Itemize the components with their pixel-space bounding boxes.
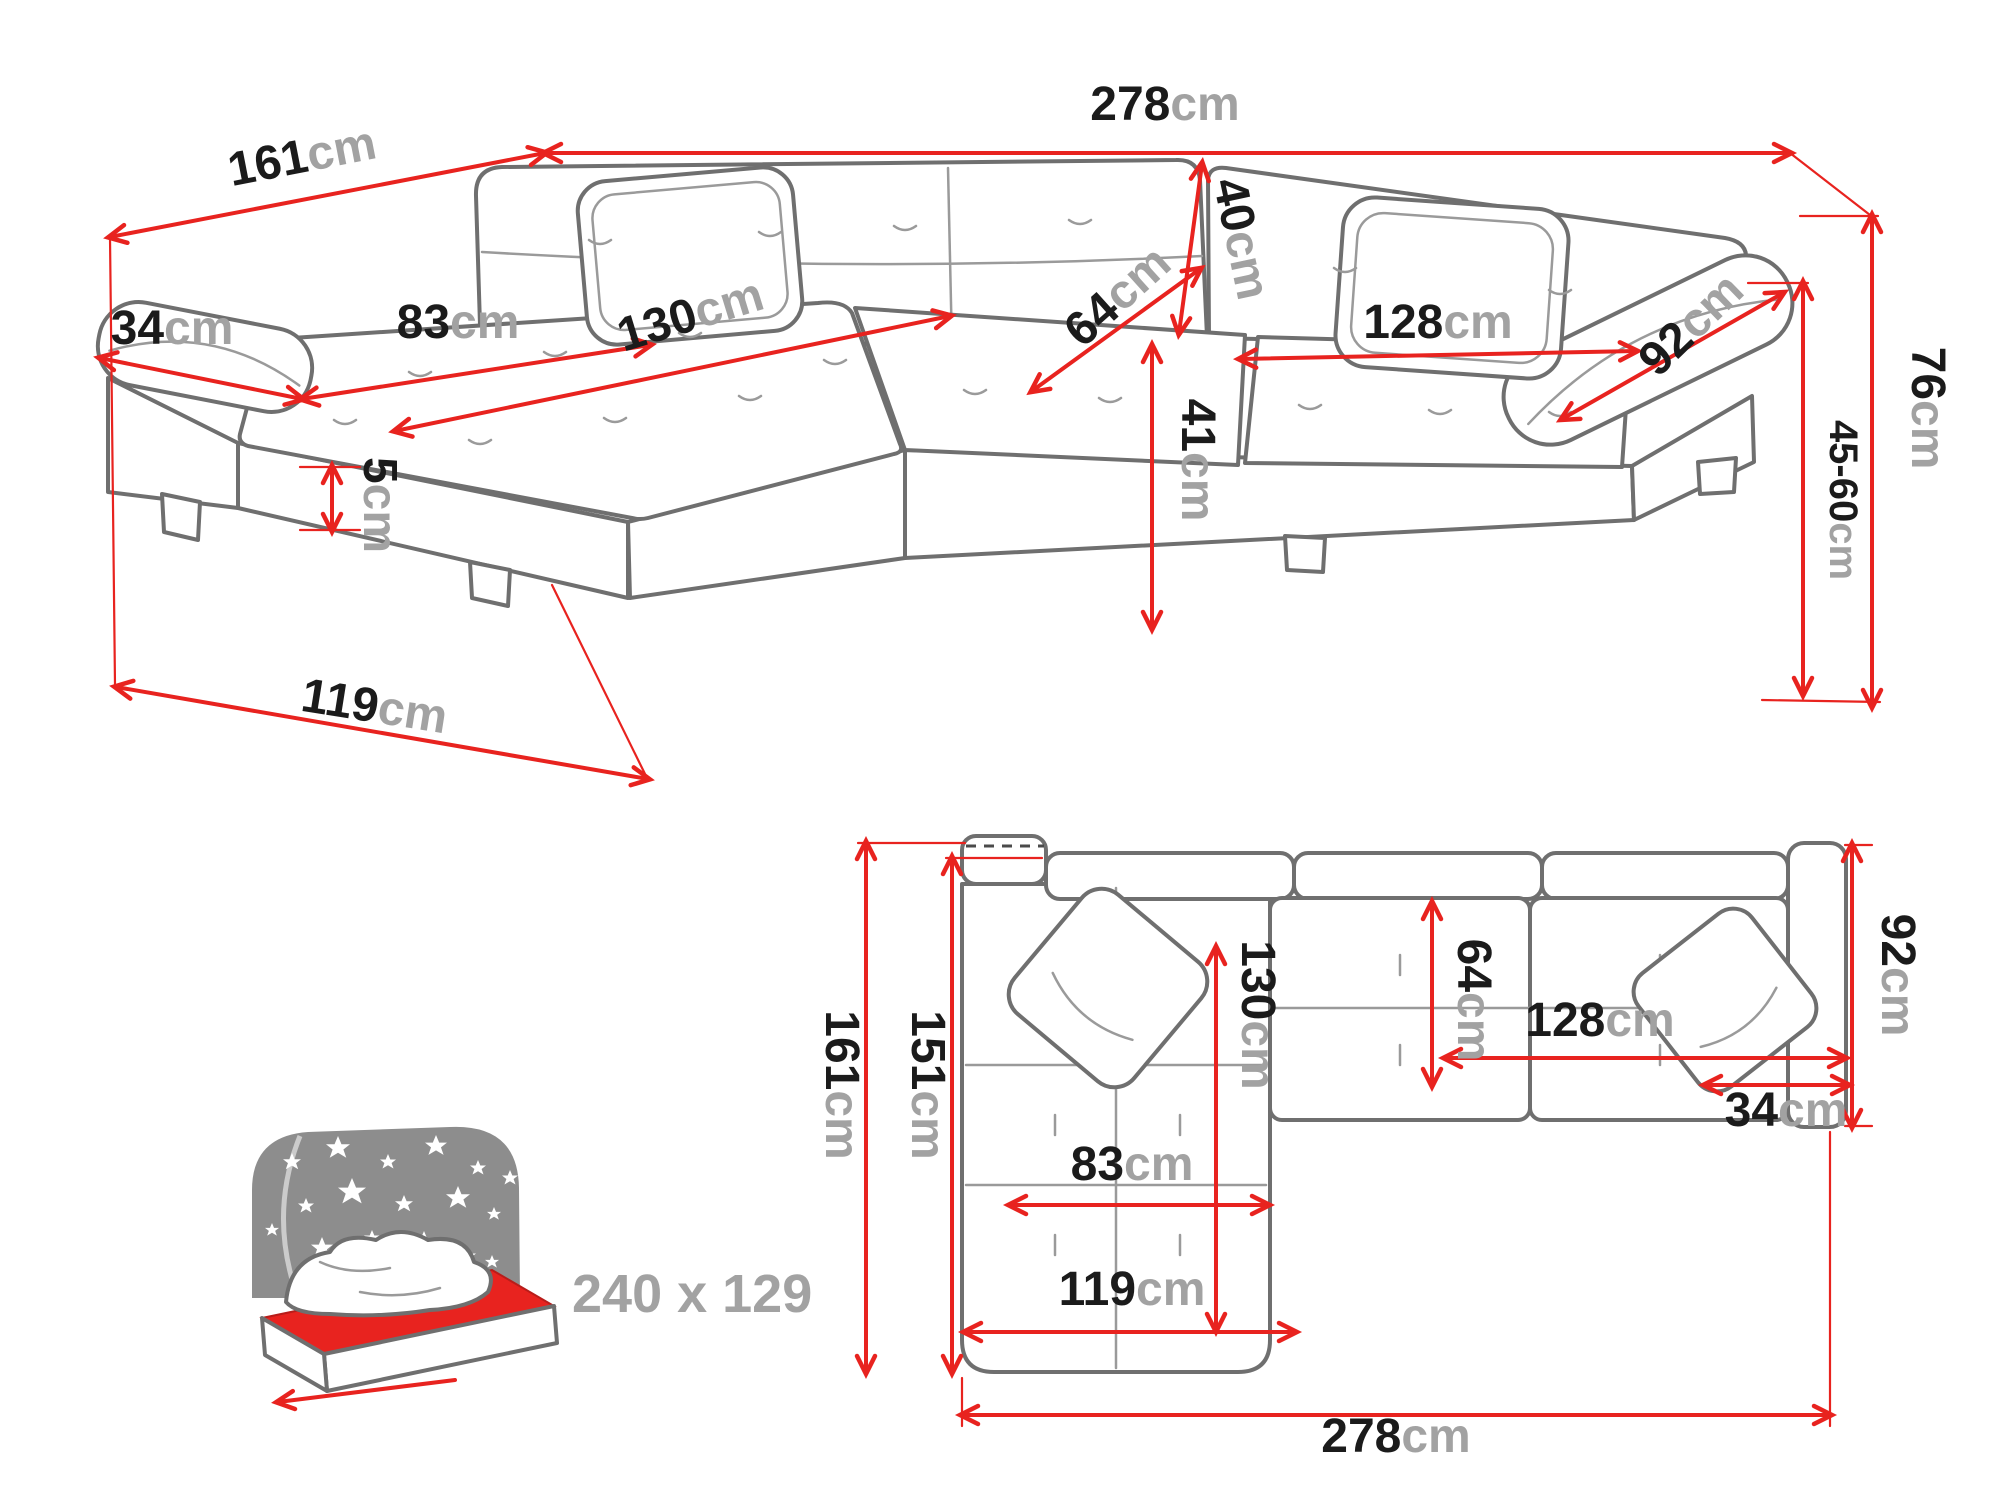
pillow-left: [575, 165, 805, 347]
dim-label-chaise-length-plan: 130cm: [1231, 940, 1284, 1089]
dim-label-seat-height-3d: 41cm: [1171, 399, 1224, 522]
sleeping-function: 240 x 129: [252, 1126, 812, 1412]
dimension-lines-3d: [93, 141, 1884, 788]
dim-line-34: [93, 350, 309, 407]
mattress-left-face: [260, 1316, 329, 1393]
dim-line-119: [109, 678, 655, 788]
dim-line-64: [1026, 264, 1206, 396]
dim-label-backrest-height-3d: 40cm: [1202, 173, 1279, 304]
dimension-labels-3d: 278cm 161cm 34cm 83cm 130cm 40cm 64cm 41…: [111, 78, 1954, 744]
dim-line-92: [1555, 289, 1790, 423]
bed-duvet: [284, 1230, 493, 1318]
dim-label-chaise-width-plan: 119cm: [1059, 1263, 1206, 1316]
bed-width-arrow: [271, 1378, 457, 1412]
extension-lines-3d: [108, 151, 1882, 778]
dim-label-leg-height-3d: 5cm: [353, 457, 406, 553]
plan-back-cushion: [1044, 851, 1296, 901]
sofa-plan-drawing: [960, 834, 1848, 1374]
dimension-lines-plan: [854, 835, 1874, 1428]
dim-label-chaise-depth-3d: 119cm: [298, 669, 451, 744]
sofa-legs: [160, 456, 1738, 608]
plan-view: 161cm 151cm 130cm 64cm 128cm 92cm 34cm 8…: [815, 834, 1924, 1463]
dimension-labels-plan: 161cm 151cm 130cm 64cm 128cm 92cm 34cm 8…: [815, 914, 1924, 1463]
dim-label-chaise-seat-width-3d: 83cm: [397, 296, 520, 349]
dim-label-seat-depth-plan: 64cm: [1447, 939, 1500, 1062]
dim-label-total-height-3d: 76cm: [1901, 347, 1954, 470]
dim-label-seat-width-3d: 128cm: [1363, 296, 1512, 349]
sofa-3d-drawing: [95, 157, 1795, 608]
plan-pillow-left: [1006, 886, 1210, 1090]
leg: [1283, 534, 1327, 574]
dim-label-total-width-plan: 278cm: [1321, 1410, 1470, 1463]
plan-armrest-left: [960, 834, 1048, 886]
dim-label-chaise-seat-width-plan: 83cm: [1071, 1138, 1194, 1191]
dim-line-130: [388, 308, 957, 439]
dim-label-total-width-3d: 278cm: [1090, 78, 1239, 131]
plan-back-cushion: [1292, 851, 1544, 901]
leg: [160, 492, 202, 542]
dim-label-inner-depth-plan: 151cm: [901, 1010, 954, 1159]
leg: [1696, 456, 1738, 496]
plan-back-cushion: [1540, 851, 1790, 901]
dim-label-armrest-width-3d: 34cm: [111, 302, 234, 355]
dim-line-161: [103, 144, 552, 246]
dim-label-total-depth-plan: 161cm: [815, 1010, 868, 1159]
dim-label-adjustable-height-3d: 45-60cm: [1821, 420, 1865, 580]
dim-label-total-depth-3d: 161cm: [224, 117, 381, 198]
extension-lines-plan: [856, 841, 1874, 1428]
dim-label-seat-width-plan: 128cm: [1525, 994, 1674, 1047]
dim-label-armrest-depth-plan: 92cm: [1871, 914, 1924, 1037]
sleeping-area-size-label: 240 x 129: [572, 1264, 812, 1324]
leg: [468, 560, 512, 608]
perspective-view: 278cm 161cm 34cm 83cm 130cm 40cm 64cm 41…: [93, 78, 1954, 788]
dim-label-armrest-width-plan: 34cm: [1725, 1084, 1848, 1137]
